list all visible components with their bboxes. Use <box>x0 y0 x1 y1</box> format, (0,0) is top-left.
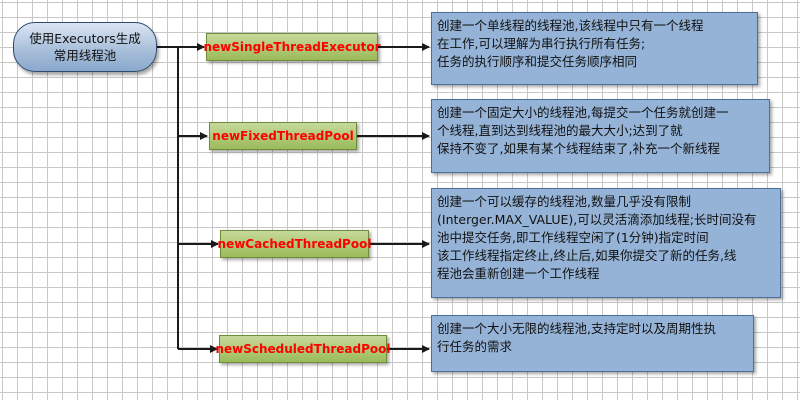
description-fixed-thread-pool: 创建一个固定大小的线程池,每提交一个任务就创建一 个线程,直到达到线程池的最大大… <box>431 99 770 173</box>
method-node-fixed-thread-pool: newFixedThreadPool <box>209 122 357 150</box>
description-scheduled-thread-pool: 创建一个大小无限的线程池,支持定时以及周期性执 行任务的需求 <box>431 315 754 372</box>
method-node-cached-thread-pool: newCachedThreadPool <box>218 230 371 258</box>
description-cached-thread-pool: 创建一个可以缓存的线程池,数量几乎没有限制 (Interger.MAX_VALU… <box>431 188 781 298</box>
method-node-single-thread-executor: newSingleThreadExecutor <box>204 33 381 61</box>
description-single-thread-executor: 创建一个单线程的线程池,该线程中只有一个线程 在工作,可以理解为串行执行所有任务… <box>431 12 758 85</box>
root-node-executors: 使用Executors生成 常用线程池 <box>13 22 157 72</box>
method-node-scheduled-thread-pool: newScheduledThreadPool <box>215 335 391 363</box>
root-node-label: 使用Executors生成 常用线程池 <box>29 31 141 63</box>
